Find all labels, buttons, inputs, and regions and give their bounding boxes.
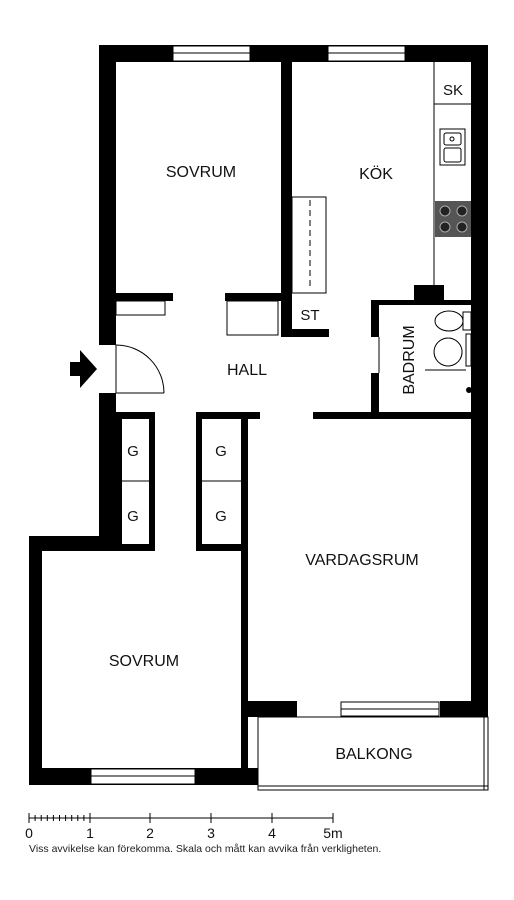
- wall-bed2-right: [241, 551, 248, 785]
- label-bathroom: BADRUM: [401, 325, 418, 394]
- label-balcony: BALKONG: [335, 746, 412, 763]
- bathroom-fixtures: [378, 310, 472, 393]
- wall-living-bottom-right: [440, 701, 488, 717]
- wall-bed2-top-left: [116, 544, 155, 551]
- label-bedroom-top: SOVRUM: [166, 164, 236, 181]
- wall-bed-kitchen: [281, 62, 292, 302]
- wall-bath-duct: [414, 285, 444, 303]
- wall-left-lower: [99, 393, 116, 536]
- label-hall: HALL: [227, 362, 267, 379]
- label-bedroom-bottom: SOVRUM: [109, 653, 179, 670]
- washbasin-icon: [433, 337, 463, 367]
- balcony-outline: [257, 716, 489, 791]
- wall-wardrobe-left-b: [149, 419, 155, 544]
- wall-hall-living: [313, 412, 471, 419]
- wall-bath-left-lower: [371, 373, 379, 419]
- label-st: ST: [300, 307, 319, 324]
- wall-hall-mid: [196, 412, 260, 419]
- scale-tick-4: 4: [268, 825, 276, 841]
- label-sk: SK: [443, 82, 463, 99]
- wall-step: [29, 536, 116, 551]
- windows: [90, 45, 440, 785]
- wall-hall-left: [116, 412, 155, 419]
- kitchen-counter: [291, 62, 471, 294]
- wall-left-upper: [99, 45, 116, 345]
- wall-bath-left-upper: [371, 300, 379, 337]
- scale-tick-2: 2: [146, 825, 154, 841]
- entrance-door: [99, 344, 165, 394]
- scale-bar: 0 1 2 3 4 5m: [25, 813, 343, 841]
- wall-bed-bottom-left: [116, 293, 173, 301]
- scale-tick-5: 5m: [323, 825, 342, 841]
- door-panel-right: [226, 300, 279, 336]
- scale-tick-0: 0: [25, 825, 33, 841]
- label-wardrobe-1: G: [127, 443, 139, 460]
- stove-icon: [435, 201, 471, 237]
- wall-st-left: [281, 293, 292, 337]
- wall-top: [99, 45, 488, 62]
- entrance-arrow-icon: [70, 350, 97, 388]
- sink-icon: [439, 128, 466, 166]
- label-wardrobe-3: G: [127, 508, 139, 525]
- scale-tick-1: 1: [86, 825, 94, 841]
- wall-bed2-top-right: [196, 544, 248, 551]
- door-panel-left: [115, 300, 166, 316]
- label-living: VARDAGSRUM: [305, 552, 419, 569]
- wall-st-bottom: [292, 329, 329, 337]
- toilet-icon: [434, 310, 464, 332]
- label-wardrobe-2: G: [215, 443, 227, 460]
- wall-wardrobe-left-a: [116, 419, 122, 544]
- kitchen-table: [291, 196, 327, 294]
- interior-walls: [116, 62, 471, 785]
- wall-bed-bottom-right: [225, 293, 292, 301]
- wall-right: [471, 45, 488, 717]
- scale-tick-3: 3: [207, 825, 215, 841]
- wall-wardrobe-mid: [196, 419, 202, 544]
- label-wardrobe-4: G: [215, 508, 227, 525]
- label-kitchen: KÖK: [359, 165, 393, 183]
- wall-living-bottom-left: [241, 701, 297, 717]
- disclaimer-text: Viss avvikelse kan förekomma. Skala och …: [29, 843, 382, 855]
- balcony: [257, 716, 489, 791]
- wall-left-bottom: [29, 536, 42, 785]
